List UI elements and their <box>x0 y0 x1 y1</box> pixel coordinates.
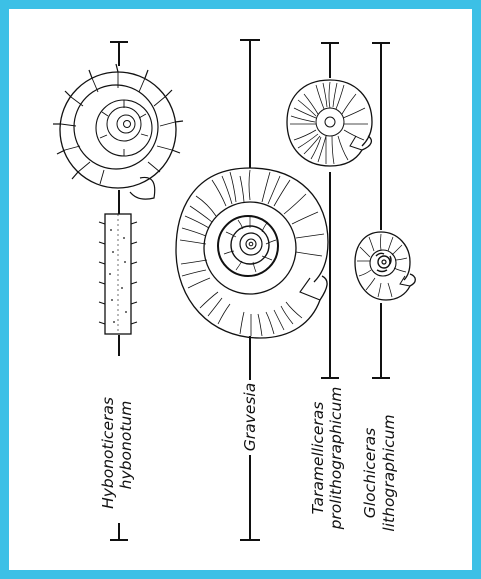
hybonoticeras-ammonite-side-view <box>53 64 183 199</box>
gravesia-range-bar <box>240 40 260 540</box>
taramelliceras-label-line2: prolithographicum <box>327 387 345 531</box>
glochiceras-label-line1: Glochiceras <box>361 428 379 518</box>
hybonoticeras-label-line2: hybonotum <box>117 401 135 490</box>
taramelliceras-label-line1: Taramelliceras <box>309 402 327 515</box>
glochiceras-ammonite <box>355 232 415 300</box>
taramelliceras-range-bar <box>321 43 339 378</box>
gravesia-label: Gravesia <box>241 383 259 451</box>
taramelliceras-ammonite <box>287 80 372 166</box>
hybonoticeras-ammonite-ventral-view <box>99 214 137 334</box>
hybonoticeras-label-line1: Hybonoticeras <box>99 397 117 509</box>
gravesia-ammonite <box>176 168 328 338</box>
glochiceras-label-line2: lithographicum <box>380 414 398 531</box>
glochiceras-range-bar <box>372 43 390 378</box>
